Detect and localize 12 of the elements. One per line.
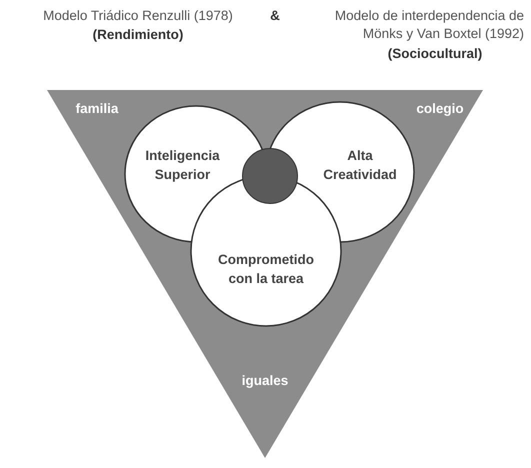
heading-text: Modelo Triádico Renzulli (1978) [42,7,234,25]
ampersand: & [269,7,281,25]
heading-text: (Rendimiento) [92,26,184,44]
context-label: iguales [240,372,290,390]
trait-label: Inteligencia Superior [144,147,221,184]
trait-label: Comprometido con la tarea [217,251,315,288]
context-label: familia [74,100,120,118]
heading-text: (Sociocultural) [386,45,484,63]
context-label: colegio [415,100,465,118]
heading-text: Modelo de interdependencia de Mönks y Van Boxtel (1992) [334,7,524,43]
triangle-area [47,90,483,458]
trait-label: Alta Creatividad [322,147,398,184]
